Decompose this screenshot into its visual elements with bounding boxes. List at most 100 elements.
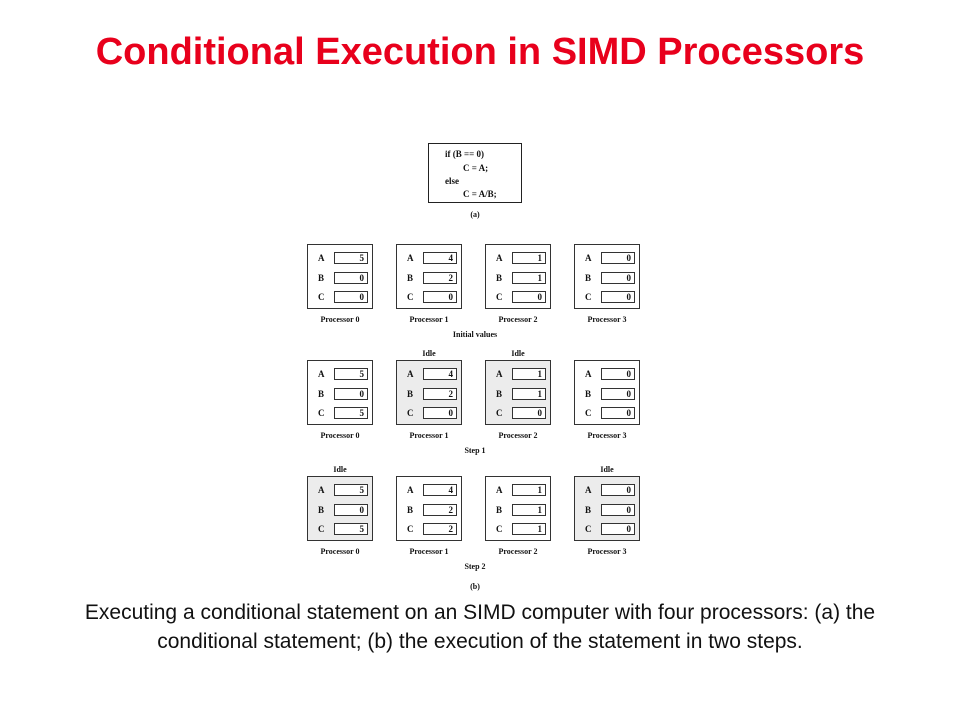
register-name: B xyxy=(496,505,503,515)
register-cell: 0 xyxy=(601,407,635,419)
register-name: A xyxy=(496,253,503,263)
code-line-then: C = A; xyxy=(463,163,489,173)
stage-label: Step 1 xyxy=(464,446,486,455)
register-cell: 2 xyxy=(423,504,457,516)
idle-label: Idle xyxy=(333,465,347,474)
register-cell: 5 xyxy=(334,407,368,419)
register-cell: 1 xyxy=(512,368,546,380)
register-name: C xyxy=(585,292,592,302)
register-value: 0 xyxy=(537,408,543,418)
stage-label: Initial values xyxy=(452,330,498,339)
figure-a-label: (a) xyxy=(470,210,480,219)
register-cell: 5 xyxy=(334,368,368,380)
register-cell: 4 xyxy=(423,368,457,380)
processor-label: Processor 3 xyxy=(587,315,627,324)
register-name: A xyxy=(407,369,414,379)
register-value: 5 xyxy=(359,485,365,495)
register-name: C xyxy=(407,292,414,302)
processor-label: Processor 3 xyxy=(587,431,627,440)
register-cell: 1 xyxy=(512,272,546,284)
processor-label: Processor 0 xyxy=(320,431,360,440)
register-name: A xyxy=(496,485,503,495)
register-name: C xyxy=(407,408,414,418)
register-cell: 0 xyxy=(334,388,368,400)
register-name: B xyxy=(318,273,325,283)
register-value: 0 xyxy=(359,292,365,302)
register-value: 5 xyxy=(359,524,365,534)
register-name: C xyxy=(407,524,414,534)
register-value: 0 xyxy=(626,524,632,534)
register-value: 1 xyxy=(537,369,543,379)
register-value: 0 xyxy=(537,292,543,302)
register-cell: 0 xyxy=(601,523,635,535)
register-value: 0 xyxy=(626,505,632,515)
register-value: 1 xyxy=(537,485,543,495)
stage-label: Step 2 xyxy=(464,562,486,571)
processor-label: Processor 2 xyxy=(498,315,538,324)
processor-label: Processor 1 xyxy=(409,431,449,440)
register-cell: 0 xyxy=(601,484,635,496)
register-name: A xyxy=(585,253,592,263)
register-cell: 0 xyxy=(334,272,368,284)
register-cell: 0 xyxy=(601,368,635,380)
processor-label: Processor 3 xyxy=(587,547,627,556)
register-cell: 1 xyxy=(512,523,546,535)
code-box: if (B == 0) C = A; else C = A/B; xyxy=(428,143,522,203)
processor-label: Processor 2 xyxy=(498,431,538,440)
processor-label: Processor 0 xyxy=(320,547,360,556)
register-value: 5 xyxy=(359,369,365,379)
register-value: 0 xyxy=(626,408,632,418)
register-value: 0 xyxy=(626,253,632,263)
register-name: C xyxy=(318,524,325,534)
register-name: A xyxy=(318,253,325,263)
processor-label: Processor 0 xyxy=(320,315,360,324)
register-cell: 4 xyxy=(423,252,457,264)
register-value: 2 xyxy=(448,524,454,534)
slide-title: Conditional Execution in SIMD Processors xyxy=(95,31,865,73)
register-value: 4 xyxy=(448,253,454,263)
figure-caption: Executing a conditional statement on an … xyxy=(84,601,876,653)
register-cell: 0 xyxy=(601,272,635,284)
register-cell: 4 xyxy=(423,484,457,496)
register-value: 1 xyxy=(537,389,543,399)
register-cell: 1 xyxy=(512,252,546,264)
register-name: C xyxy=(318,408,325,418)
register-name: C xyxy=(496,408,503,418)
register-name: C xyxy=(496,292,503,302)
register-name: B xyxy=(496,389,503,399)
register-value: 0 xyxy=(359,273,365,283)
register-name: B xyxy=(496,273,503,283)
register-value: 0 xyxy=(359,389,365,399)
register-name: B xyxy=(407,505,414,515)
register-value: 2 xyxy=(448,389,454,399)
idle-label: Idle xyxy=(422,349,436,358)
register-name: A xyxy=(496,369,503,379)
register-cell: 0 xyxy=(601,291,635,303)
register-cell: 0 xyxy=(601,388,635,400)
